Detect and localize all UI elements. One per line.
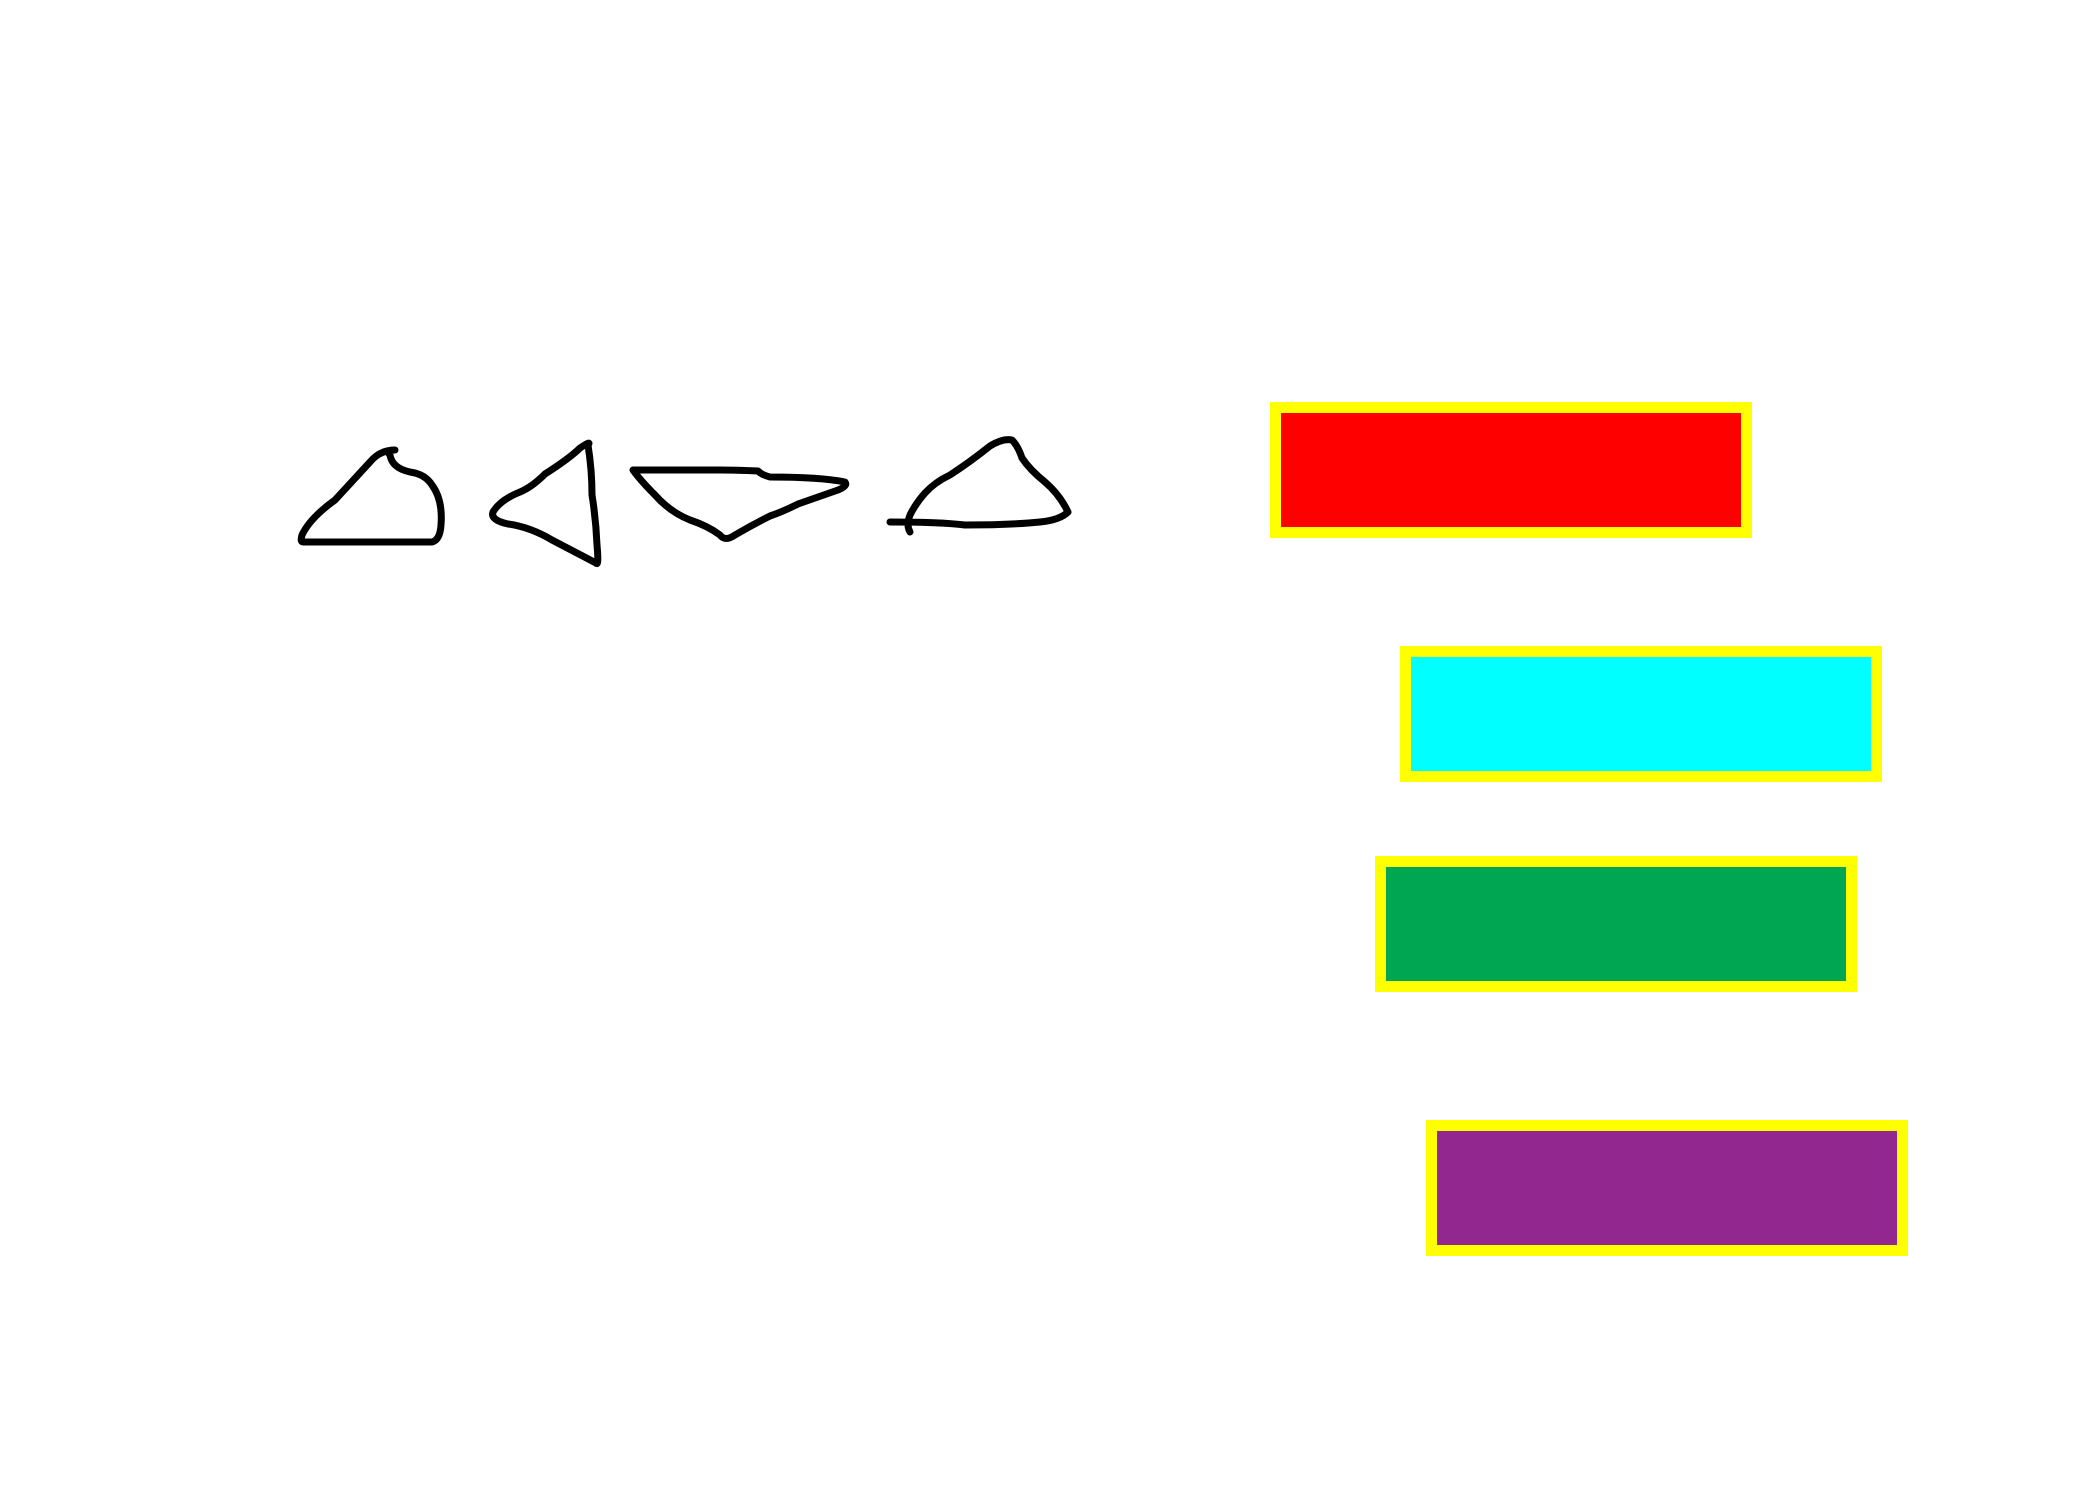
red-block <box>1270 402 1752 538</box>
triangle-up-sketch <box>297 446 445 546</box>
triangle-left-sketch <box>489 439 602 568</box>
cyan-block <box>1400 646 1882 782</box>
purple-block <box>1426 1120 1908 1256</box>
triangle-up-sketch-2 <box>886 436 1072 536</box>
green-block <box>1375 856 1857 992</box>
triangle-down-sketch <box>629 466 850 542</box>
